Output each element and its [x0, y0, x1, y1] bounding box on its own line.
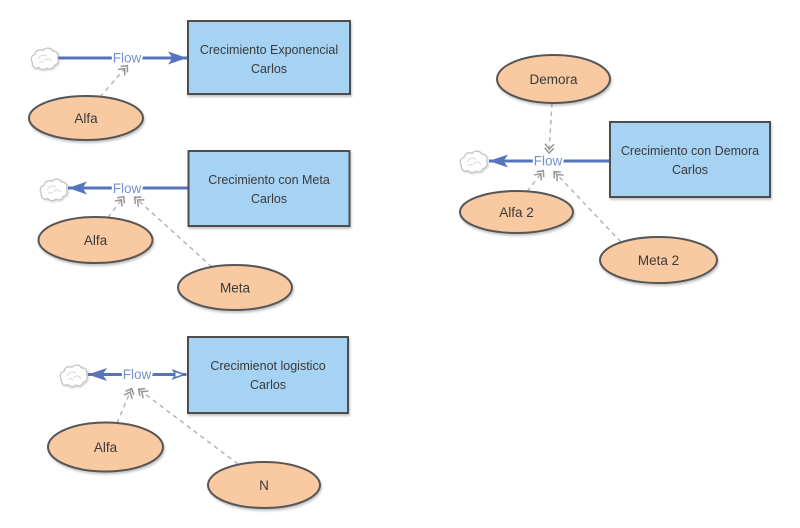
stock-crecimiento-con-demora[interactable]: Crecimiento con Demora Carlos: [609, 121, 771, 198]
link-arrow-alfa-to-flow[interactable]: [99, 66, 127, 98]
variable-ellipse: [177, 264, 293, 311]
link-arrow-alfa-to-flow[interactable]: [116, 389, 132, 424]
stock-label-line2: Carlos: [251, 62, 287, 76]
stock-crecimienot-logistico[interactable]: Crecimienot logistico Carlos: [187, 336, 349, 414]
variable-ellipse: [207, 461, 321, 509]
variable-label: Meta: [220, 281, 251, 296]
model-crecimiento-con-meta: Flow Crecimiento con Meta Carlos Alfa Me…: [37, 150, 351, 311]
variable-label: Alfa: [84, 233, 108, 248]
variable-label: Demora: [529, 72, 578, 87]
link-arrow-demora-to-flow[interactable]: [549, 102, 552, 153]
variable-label: Alfa: [74, 111, 98, 126]
flow-label[interactable]: Flow: [111, 179, 144, 198]
variable-ellipse: [496, 54, 611, 104]
variable-ellipse: [28, 95, 144, 141]
model-crecimiento-con-demora: Flow Crecimiento con Demora Carlos Demor…: [459, 54, 771, 284]
stock-crecimiento-exponencial[interactable]: Crecimiento Exponencial Carlos: [187, 20, 351, 95]
cloud-icon[interactable]: [40, 179, 67, 201]
stock-crecimiento-con-meta[interactable]: Crecimiento con Meta Carlos: [187, 150, 351, 227]
variable-alfa-2[interactable]: Alfa 2: [459, 190, 574, 234]
link-arrow-meta2-to-flow[interactable]: [555, 172, 622, 243]
variable-demora[interactable]: Demora: [496, 54, 611, 104]
variable-meta[interactable]: Meta: [177, 264, 293, 311]
stock-label-line2: Carlos: [251, 192, 287, 206]
stock-label-line1: Crecimiento con Meta: [208, 173, 330, 187]
stock-rect: [187, 150, 351, 227]
stock-label-line2: Carlos: [672, 163, 708, 177]
variable-alfa[interactable]: Alfa: [28, 95, 144, 141]
model-crecimienot-logistico: Flow Crecimienot logistico Carlos Alfa N: [47, 336, 349, 509]
link-arrow-alfa2-to-flow[interactable]: [526, 171, 543, 192]
variable-n[interactable]: N: [207, 461, 321, 509]
stock-label-line1: Crecimiento con Demora: [621, 144, 759, 158]
link-arrow-alfa-to-flow[interactable]: [107, 197, 124, 218]
stock-rect: [187, 20, 351, 95]
variable-ellipse: [47, 421, 164, 473]
stock-label-line2: Carlos: [250, 378, 286, 392]
model-crecimiento-exponencial: Flow Crecimiento Exponencial Carlos Alfa: [28, 20, 351, 141]
stock-rect: [609, 121, 771, 198]
variable-label: Meta 2: [638, 253, 679, 268]
variable-alfa[interactable]: Alfa: [47, 421, 164, 473]
variable-label: Alfa 2: [499, 205, 534, 220]
link-arrow-meta-to-flow[interactable]: [135, 198, 213, 268]
flow-label[interactable]: Flow: [121, 365, 154, 384]
variable-ellipse: [459, 190, 574, 234]
variable-meta-2[interactable]: Meta 2: [599, 236, 718, 284]
stock-label-line1: Crecimienot logistico: [210, 359, 325, 373]
stock-rect: [187, 336, 349, 414]
link-arrow-n-to-flow[interactable]: [139, 390, 239, 465]
stock-label-line1: Crecimiento Exponencial: [200, 43, 338, 57]
cloud-icon[interactable]: [60, 365, 87, 387]
variable-alfa[interactable]: Alfa: [37, 216, 154, 264]
cloud-icon[interactable]: [31, 48, 58, 70]
cloud-icon[interactable]: [460, 151, 487, 173]
flow-label[interactable]: Flow: [111, 49, 144, 68]
variable-label: Alfa: [94, 440, 118, 455]
variable-ellipse: [37, 216, 154, 264]
variable-ellipse: [599, 236, 718, 284]
variable-label: N: [259, 478, 269, 493]
flow-label[interactable]: Flow: [532, 152, 565, 171]
